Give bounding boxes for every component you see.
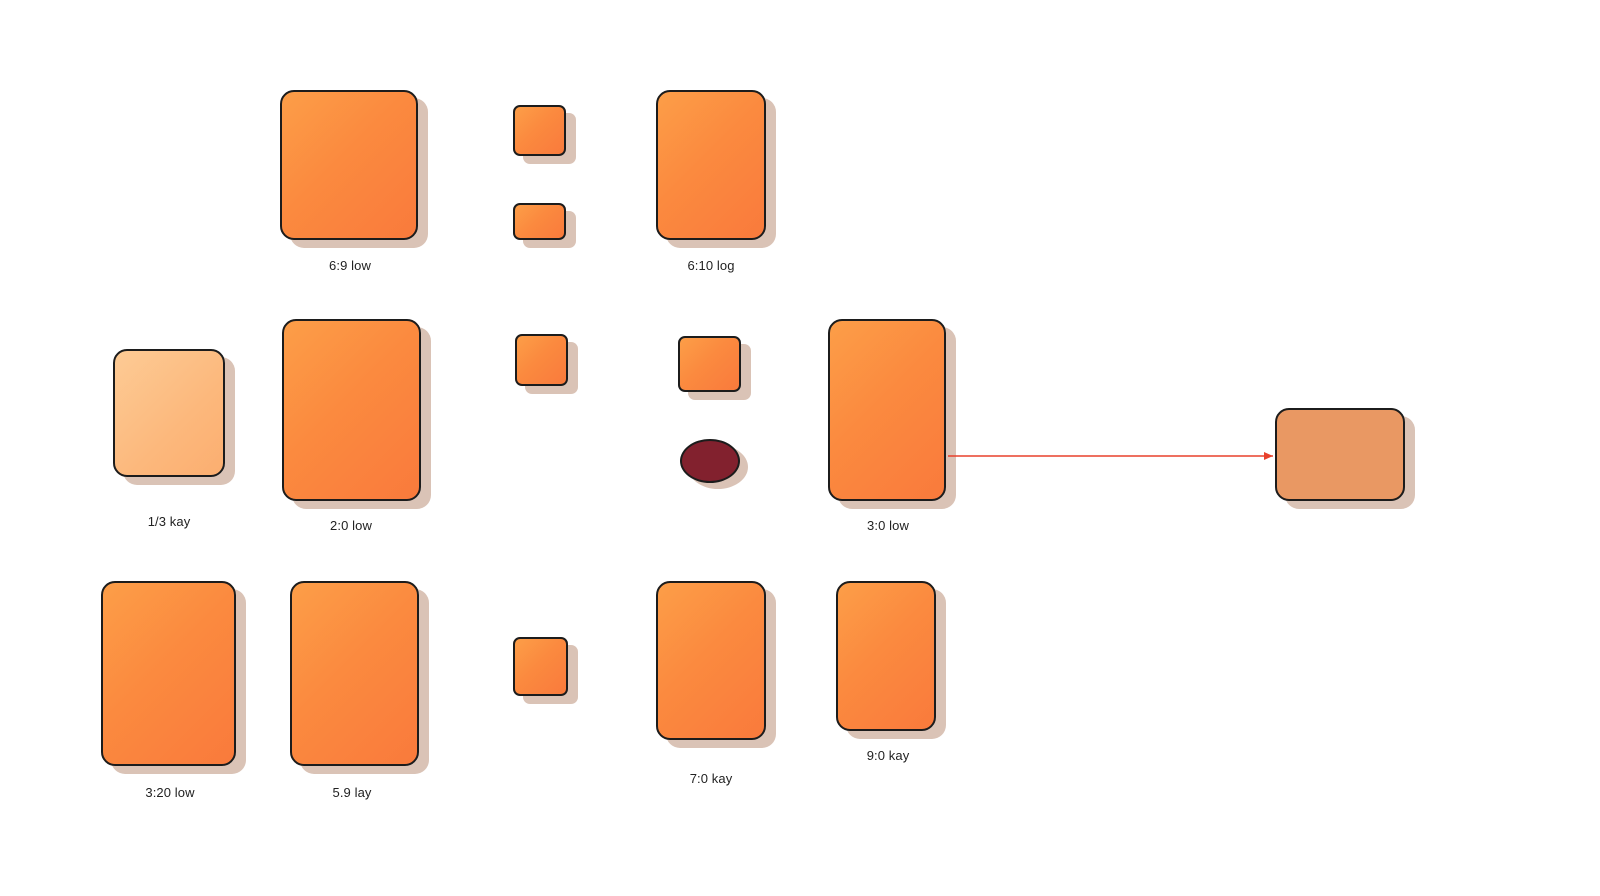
block-r1-small-bottom[interactable]: [513, 203, 566, 240]
block-r2-pale[interactable]: [113, 349, 225, 477]
block-r3-tall-label: 7:0 kay: [689, 771, 733, 786]
block-r2-small[interactable]: [515, 334, 568, 386]
oval-node[interactable]: [680, 439, 740, 483]
block-r3-tall-right-label: 9:0 kay: [866, 748, 910, 763]
block-r1-tall-label: 6:10 log: [687, 258, 735, 273]
block-target[interactable]: [1275, 408, 1405, 501]
block-r3-tall[interactable]: [656, 581, 766, 740]
block-r3-tall-right[interactable]: [836, 581, 936, 731]
block-r3-large[interactable]: [290, 581, 419, 766]
block-r2-pale-label: 1/3 kay: [147, 514, 191, 529]
block-r1-large-label: 6:9 low: [329, 258, 371, 273]
block-r3-small[interactable]: [513, 637, 568, 696]
block-r1-small-top[interactable]: [513, 105, 566, 156]
block-r2-small-mid[interactable]: [678, 336, 741, 392]
block-r2-tall-label: 3:0 low: [867, 518, 909, 533]
block-r3-large-left[interactable]: [101, 581, 236, 766]
block-r1-tall[interactable]: [656, 90, 766, 240]
block-r3-large-left-label: 3:20 low: [145, 785, 195, 800]
block-r1-large[interactable]: [280, 90, 418, 240]
block-r2-large-label: 2:0 low: [330, 518, 372, 533]
block-r3-large-label: 5.9 lay: [332, 785, 372, 800]
block-r2-large[interactable]: [282, 319, 421, 501]
block-r2-tall[interactable]: [828, 319, 946, 501]
